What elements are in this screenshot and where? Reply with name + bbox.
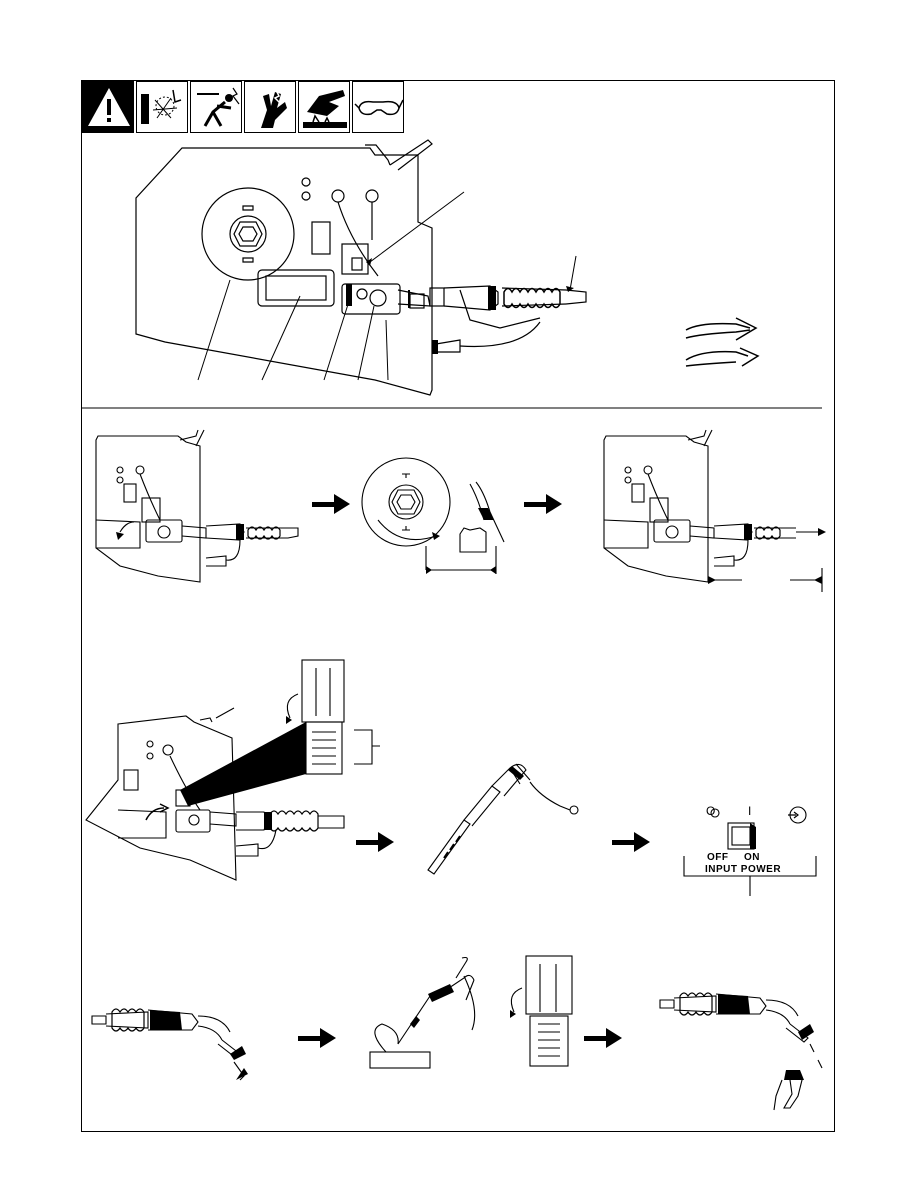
switch-on-symbol: I [748,804,752,818]
switch-off-label: OFF [707,852,729,863]
step-arrow [584,1028,622,1048]
switch-off-symbol: O [706,804,716,818]
step-arrow [612,832,650,852]
step-arrow [298,1028,336,1048]
input-power-label: INPUT POWER [705,864,781,875]
step-arrow [356,832,394,852]
switch-on-label: ON [744,852,760,863]
